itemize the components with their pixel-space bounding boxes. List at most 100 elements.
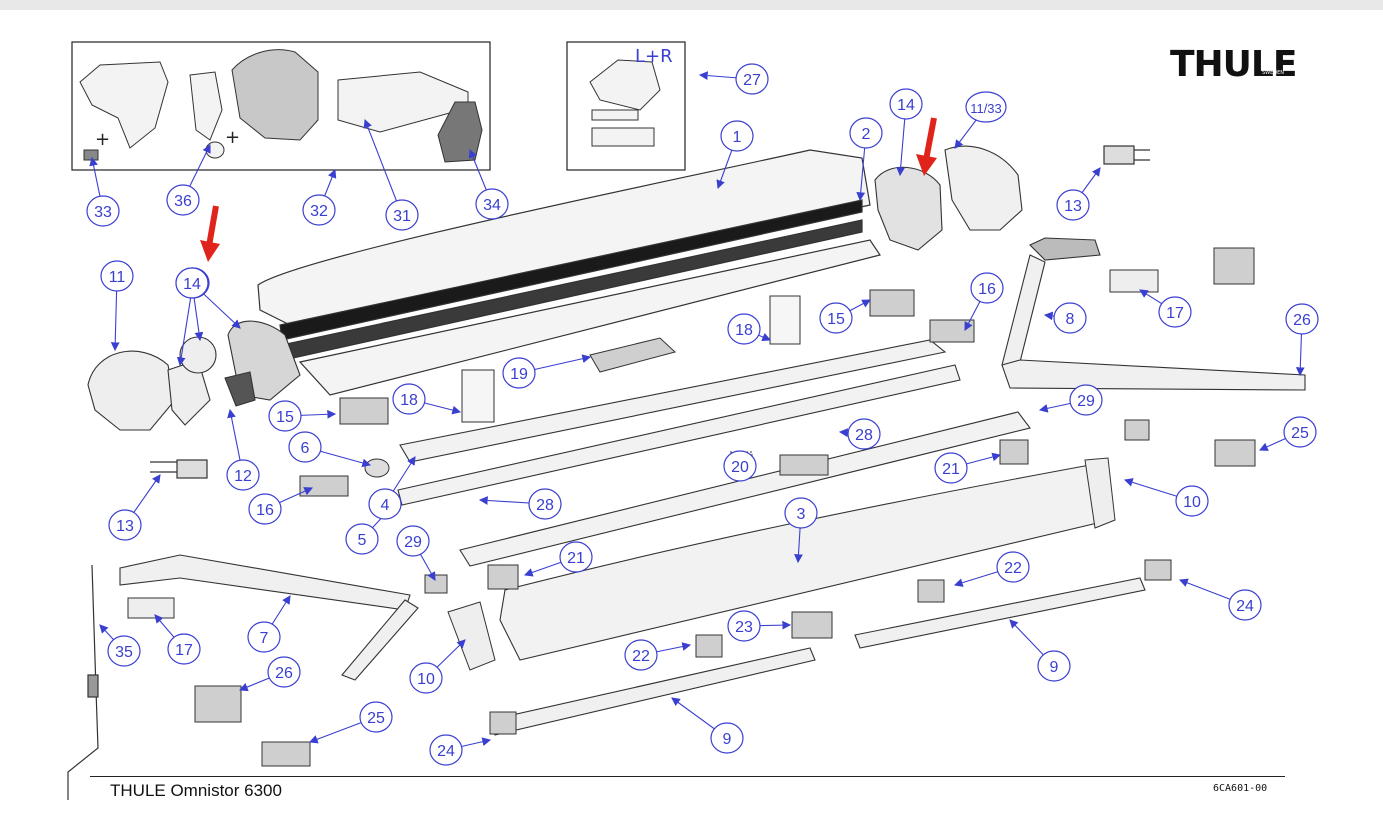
part-knob <box>205 141 225 159</box>
part-endcap-mini <box>589 59 661 111</box>
part-28-clip <box>779 454 829 476</box>
callout-29: 29 <box>1069 384 1103 416</box>
left-endcaps <box>87 320 301 431</box>
svg-text:6: 6 <box>301 440 310 457</box>
part-motor <box>231 49 319 141</box>
callout-9: 9 <box>1037 650 1071 682</box>
part-17a <box>1109 269 1159 293</box>
svg-text:15: 15 <box>276 409 294 426</box>
callout-14: 14 <box>175 267 209 299</box>
arm-motor-right <box>1029 237 1101 261</box>
callout-21: 21 <box>559 541 593 573</box>
callout-21: 21 <box>934 452 968 484</box>
svg-text:10: 10 <box>1183 494 1201 511</box>
callout-27: 27 <box>735 63 769 95</box>
svg-text:22: 22 <box>1004 560 1022 577</box>
svg-text:29: 29 <box>404 534 422 551</box>
svg-text:19: 19 <box>510 366 528 383</box>
svg-text:28: 28 <box>536 497 554 514</box>
svg-text:10: 10 <box>417 671 435 688</box>
svg-text:11: 11 <box>109 269 126 286</box>
callout-3: 3 <box>784 497 818 529</box>
svg-text:12: 12 <box>234 468 252 485</box>
svg-text:36: 36 <box>174 193 192 210</box>
svg-text:32: 32 <box>310 203 328 220</box>
callout-18: 18 <box>727 313 761 345</box>
callout-16: 16 <box>248 493 282 525</box>
svg-text:21: 21 <box>942 461 960 478</box>
svg-text:26: 26 <box>1293 312 1311 329</box>
callout-32: 32 <box>302 194 336 226</box>
callout-15: 15 <box>268 400 302 432</box>
support-rail-right <box>459 411 1031 567</box>
callout-25: 25 <box>1283 416 1317 448</box>
svg-text:2: 2 <box>862 126 871 143</box>
svg-text:16: 16 <box>256 502 274 519</box>
callout-26: 26 <box>267 656 301 688</box>
callout-9: 9 <box>710 722 744 754</box>
svg-text:3: 3 <box>797 506 806 523</box>
svg-text:16: 16 <box>978 281 996 298</box>
svg-text:17: 17 <box>175 642 193 659</box>
callout-15: 15 <box>819 302 853 334</box>
svg-text:26: 26 <box>275 665 293 682</box>
footer-title: THULE Omnistor 6300 <box>110 781 282 800</box>
part-29b <box>424 574 448 594</box>
svg-text:11/33: 11/33 <box>970 101 1002 116</box>
awning-profile <box>257 149 881 396</box>
svg-text:THULE: THULE <box>1170 44 1296 85</box>
thule-logo: THULE SWEDEN <box>1170 44 1297 85</box>
callout-22: 22 <box>996 551 1030 583</box>
part-10b <box>447 601 496 671</box>
part-15a <box>339 397 389 425</box>
callout-11-33: 11/33 <box>965 91 1007 123</box>
callout-5: 5 <box>345 523 379 555</box>
right-endcaps <box>874 145 1023 251</box>
callout-6: 6 <box>288 431 322 463</box>
svg-text:34: 34 <box>483 197 501 214</box>
svg-text:21: 21 <box>567 550 585 567</box>
part-cover <box>79 61 169 149</box>
part-16b <box>929 319 975 343</box>
part-5 <box>364 458 390 478</box>
callout-17: 17 <box>167 633 201 665</box>
svg-text:28: 28 <box>855 427 873 444</box>
callout-35: 35 <box>107 635 141 667</box>
right-cover <box>944 145 1023 231</box>
arm-left-lower <box>341 599 419 681</box>
left-gear <box>224 371 256 407</box>
part-screw <box>83 149 99 161</box>
arm-bar-right <box>854 577 1146 649</box>
callout-leader <box>363 118 403 216</box>
part-16a <box>299 475 349 497</box>
part-bellows <box>437 101 483 163</box>
callout-24: 24 <box>429 734 463 766</box>
callout-8: 8 <box>1053 302 1087 334</box>
top-bar <box>0 0 1383 10</box>
svg-text:14: 14 <box>183 276 201 293</box>
red-arrow-left <box>206 205 219 247</box>
callout-26: 26 <box>1285 303 1319 335</box>
callout-31: 31 <box>385 199 419 231</box>
lr-label: L+R <box>635 46 673 67</box>
arm-right-upper <box>1001 254 1046 371</box>
svg-text:4: 4 <box>381 497 390 514</box>
svg-text:27: 27 <box>743 72 761 89</box>
callout-14: 14 <box>889 88 923 120</box>
callout-13: 13 <box>108 509 142 541</box>
svg-text:20: 20 <box>731 459 749 476</box>
callout-16: 16 <box>970 272 1004 304</box>
svg-text:13: 13 <box>1064 198 1082 215</box>
callout-28: 28 <box>528 488 562 520</box>
callout-11: 11 <box>100 260 134 292</box>
callout-28: 28 <box>847 418 881 450</box>
svg-text:22: 22 <box>632 648 650 665</box>
part-adapter <box>189 71 223 141</box>
svg-text:8: 8 <box>1066 311 1075 328</box>
part-25b <box>261 741 311 767</box>
crank-handle <box>67 564 99 800</box>
callout-10: 10 <box>409 662 443 694</box>
part-18b <box>769 295 801 345</box>
callout-36: 36 <box>166 184 200 216</box>
